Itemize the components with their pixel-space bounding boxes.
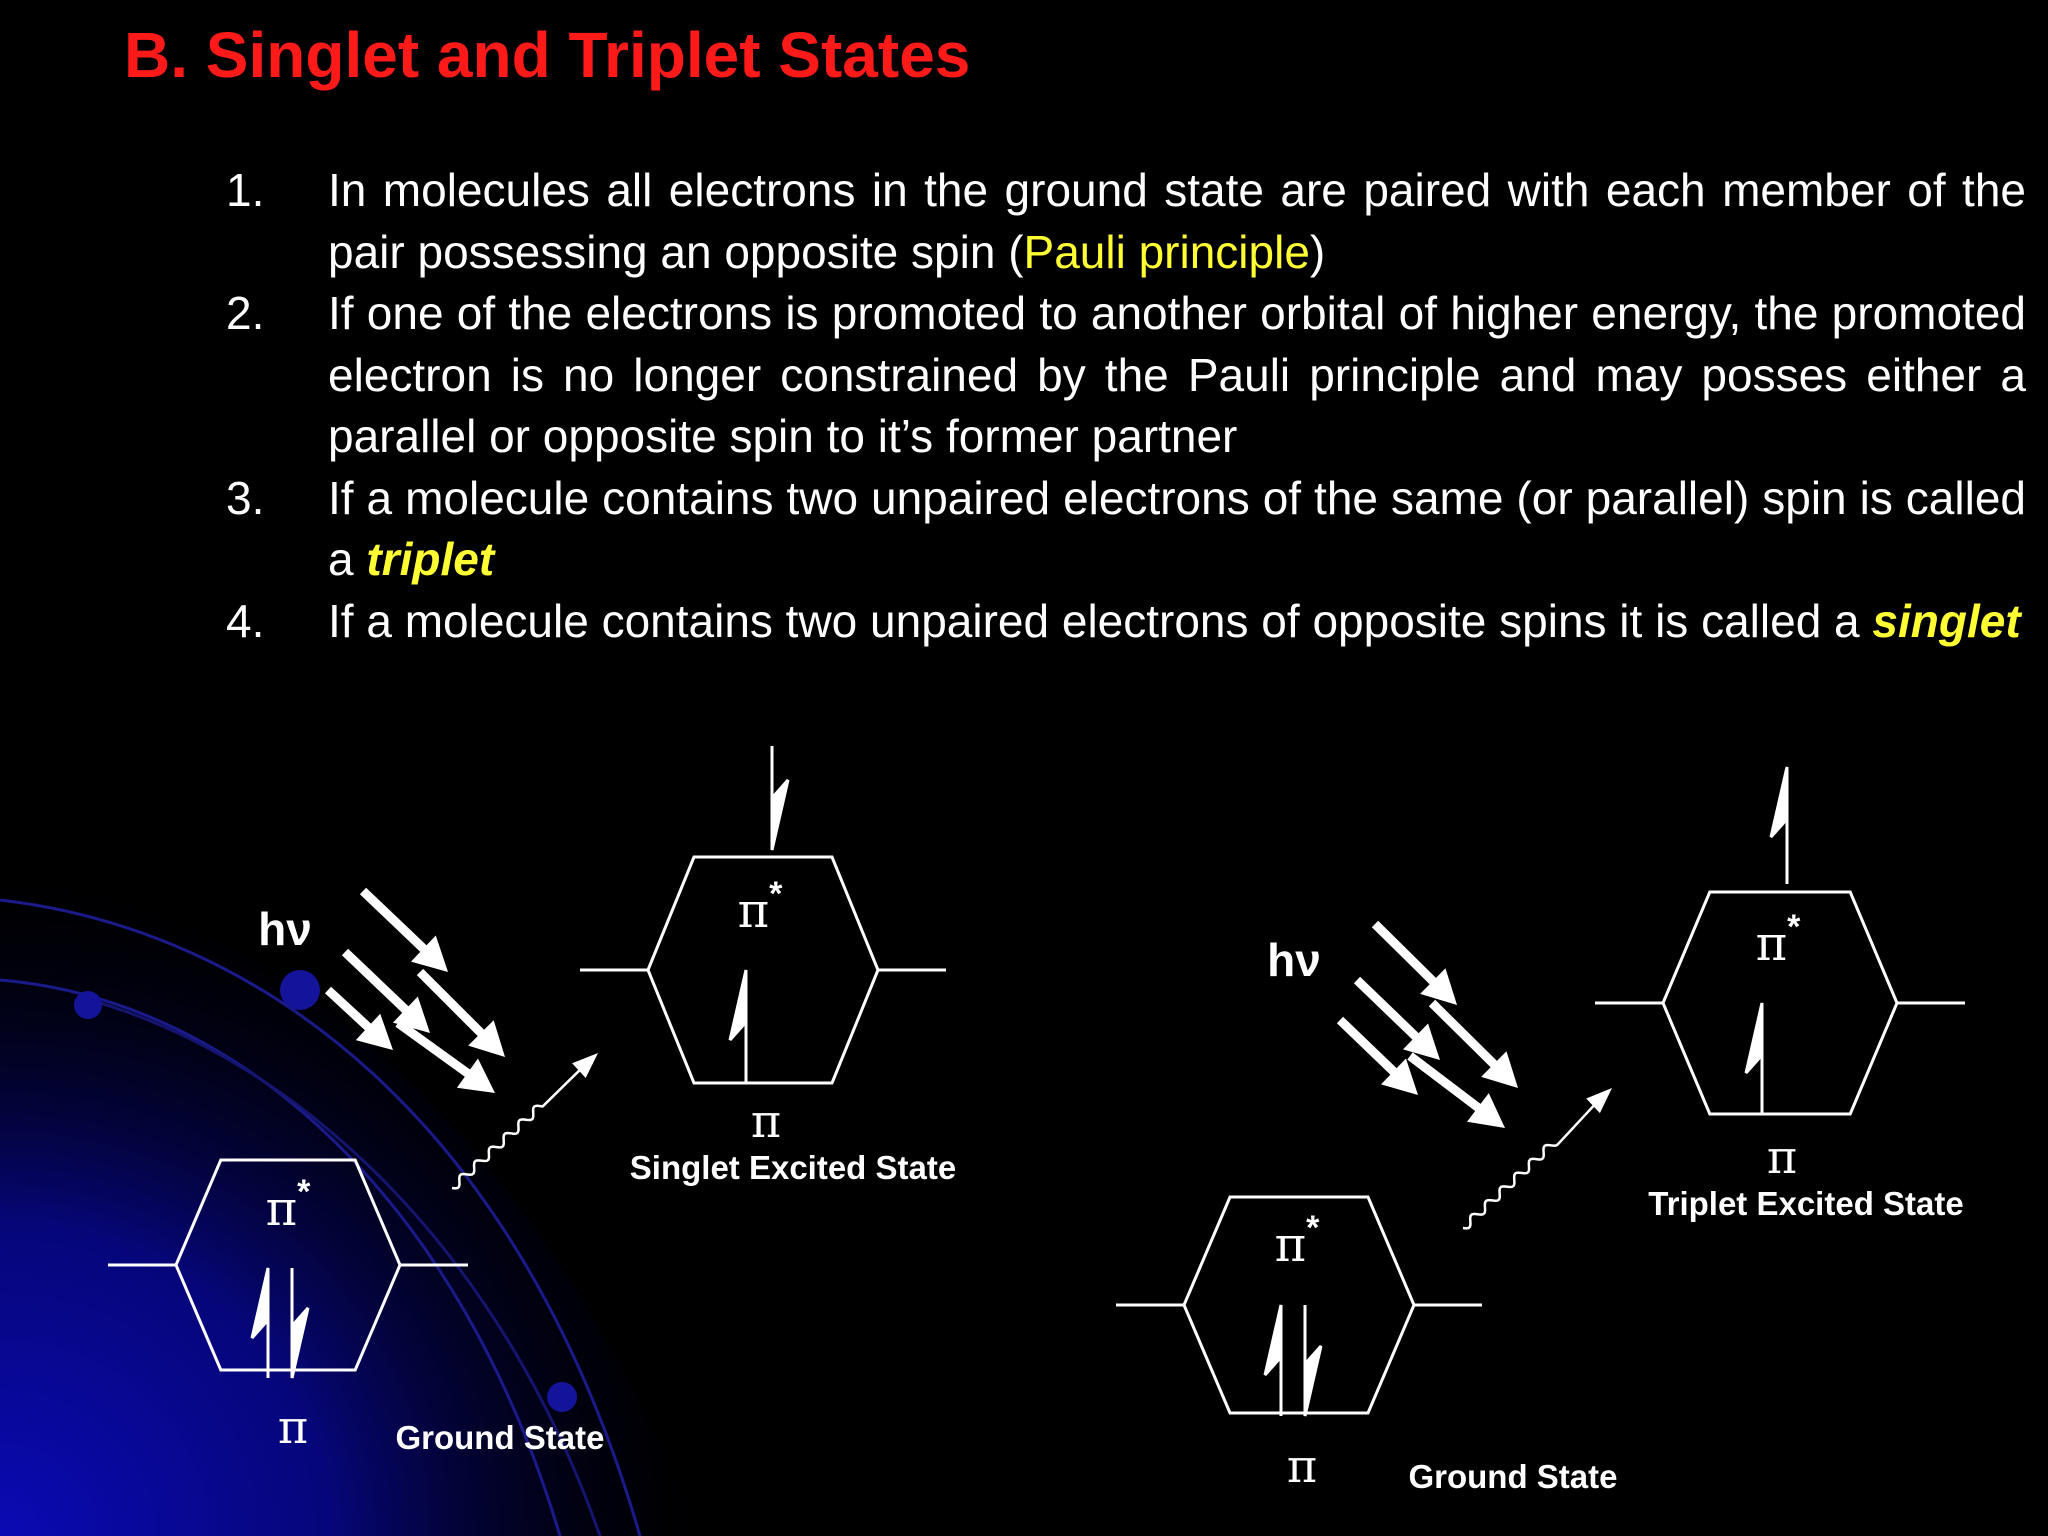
bullet-number: 2. bbox=[226, 287, 265, 339]
bullet-item: 3. If a molecule contains two unpaired el… bbox=[226, 468, 2026, 591]
photon-arrow-head bbox=[1403, 1023, 1440, 1060]
pi-star-label: π* bbox=[266, 1173, 312, 1237]
star-symbol: * bbox=[297, 1173, 311, 1211]
orbit-line bbox=[0, 978, 562, 1536]
photon-arrow bbox=[1428, 999, 1519, 1088]
excitation-arrow-line bbox=[451, 1065, 585, 1190]
photon-arrow bbox=[359, 887, 449, 972]
slide-title: B. Singlet and Triplet States bbox=[124, 19, 971, 91]
spin-up-arrow bbox=[1744, 1002, 1764, 1115]
photon-arrow-head bbox=[1420, 968, 1457, 1006]
photon-arrow-shaft bbox=[359, 887, 431, 956]
bullet-number: 1. bbox=[226, 164, 265, 216]
ground-state-label: Ground State bbox=[395, 1419, 604, 1456]
photon-arrow bbox=[1407, 1052, 1505, 1129]
orbit-line bbox=[89, 998, 602, 1536]
pi-label: π bbox=[751, 1094, 781, 1148]
spin-up-arrow bbox=[728, 969, 748, 1082]
excitation-arrow bbox=[1462, 1088, 1613, 1230]
pi-symbol: π bbox=[1756, 916, 1788, 972]
bullet-item: 2. If one of the electrons is promoted to… bbox=[226, 283, 2026, 468]
bullet-number: 3. bbox=[226, 471, 265, 524]
orbit-dot bbox=[74, 991, 102, 1019]
photon-arrow-shaft bbox=[324, 986, 376, 1035]
bullet-text: In molecules all electrons in the ground… bbox=[328, 164, 2026, 278]
triplet-excited-label: Triplet Excited State bbox=[1648, 1185, 1963, 1222]
bullet-item: 4. If a molecule contains two unpaired el… bbox=[226, 591, 2026, 653]
pi-star-label: π* bbox=[1756, 908, 1802, 972]
pi-label: π bbox=[1767, 1130, 1797, 1184]
pi-symbol: π bbox=[1275, 1217, 1307, 1273]
bullet-text: If one of the electrons is promoted to a… bbox=[328, 287, 2026, 462]
photon-arrow bbox=[324, 986, 394, 1050]
photon-arrow-head bbox=[1481, 1051, 1519, 1088]
photon-arrow-shaft bbox=[1407, 1052, 1486, 1115]
photon-arrow bbox=[1371, 920, 1457, 1006]
bullet-text: If a molecule contains two unpaired elec… bbox=[328, 471, 2026, 586]
excitation-arrow-head bbox=[572, 1053, 598, 1078]
bullet-number: 4. bbox=[226, 594, 265, 647]
spin-up-arrow bbox=[250, 1267, 270, 1378]
pi-label: π bbox=[1287, 1439, 1317, 1493]
photon-arrow-shaft bbox=[1371, 920, 1441, 989]
hv-label: hν bbox=[1267, 934, 1321, 986]
bullet-list: 1. In molecules all electrons in the grou… bbox=[226, 160, 2026, 652]
star-symbol: * bbox=[1787, 908, 1801, 946]
excitation-arrow bbox=[451, 1053, 598, 1190]
star-symbol: * bbox=[769, 875, 783, 913]
orbit-line bbox=[0, 898, 642, 1536]
pi-symbol: π bbox=[738, 883, 770, 939]
photon-arrow-head bbox=[468, 1020, 505, 1057]
bullet-text: If a molecule contains two unpaired elec… bbox=[328, 594, 1873, 647]
orbit-dot bbox=[280, 970, 320, 1010]
photon-arrow bbox=[395, 1019, 495, 1094]
photon-arrow-head bbox=[1381, 1058, 1418, 1095]
excitation-arrow-head bbox=[1586, 1088, 1613, 1114]
photon-arrow-head bbox=[456, 1058, 495, 1094]
photon-arrow-shaft bbox=[395, 1019, 475, 1081]
orbit-dot bbox=[547, 1382, 577, 1412]
hv-label: hν bbox=[258, 903, 312, 955]
pi-label: π bbox=[278, 1400, 308, 1454]
photon-arrow-shaft bbox=[1353, 976, 1423, 1044]
highlight-term: triplet bbox=[366, 533, 495, 585]
bullet-text: ) bbox=[1309, 225, 1326, 278]
photon-arrow bbox=[1336, 1016, 1418, 1095]
singlet-excited-label: Singlet Excited State bbox=[630, 1149, 956, 1186]
spin-up-arrow bbox=[1263, 1304, 1283, 1416]
ground-state-label: Ground State bbox=[1408, 1458, 1617, 1495]
pi-star-label: π* bbox=[1275, 1209, 1321, 1273]
star-symbol: * bbox=[1306, 1209, 1320, 1247]
photon-arrow-shaft bbox=[1336, 1016, 1401, 1079]
pi-star-label: π* bbox=[738, 875, 784, 939]
spin-down-arrow bbox=[1303, 1305, 1323, 1417]
spin-down-arrow bbox=[770, 746, 790, 851]
photon-arrow-head bbox=[355, 1013, 394, 1050]
spin-up-arrow bbox=[1769, 766, 1789, 884]
pi-symbol: π bbox=[266, 1181, 298, 1237]
highlight-term: Pauli principle bbox=[1023, 225, 1310, 278]
photon-arrow-head bbox=[410, 935, 449, 972]
photon-arrow-shaft bbox=[416, 968, 489, 1041]
spin-down-arrow bbox=[290, 1268, 310, 1379]
excitation-arrow-line bbox=[1462, 1100, 1599, 1230]
highlight-term: singlet bbox=[1872, 594, 2021, 647]
photon-arrow bbox=[1353, 976, 1440, 1060]
photon-arrow-shaft bbox=[341, 948, 413, 1017]
bullet-item: 1. In molecules all electrons in the grou… bbox=[226, 160, 2026, 283]
photon-arrow-head bbox=[1467, 1093, 1505, 1129]
photon-arrow bbox=[416, 968, 505, 1057]
photon-arrow-shaft bbox=[1428, 999, 1502, 1072]
